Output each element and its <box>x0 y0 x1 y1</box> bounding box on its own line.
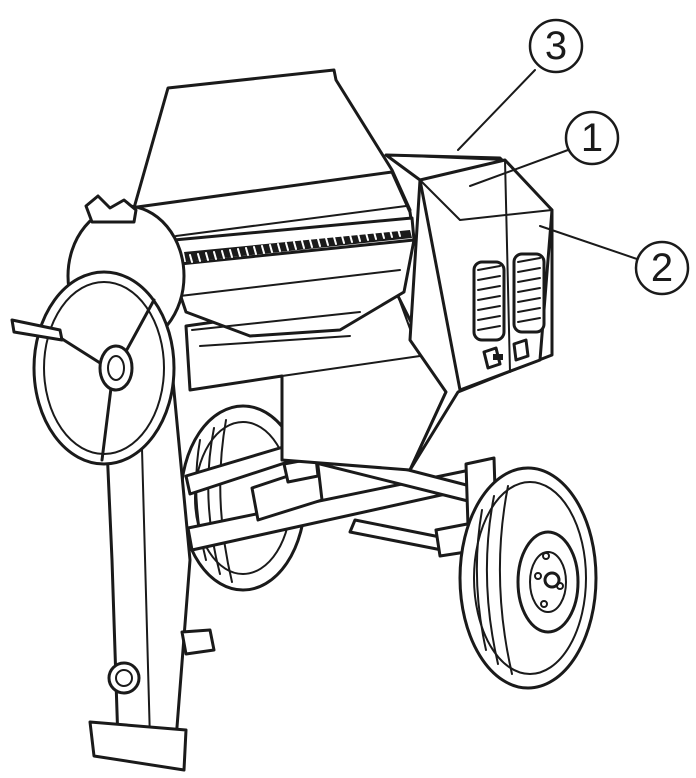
engine-housing[interactable] <box>384 153 554 472</box>
callout-2: 2 <box>634 240 690 296</box>
engine-vent-right <box>512 252 546 334</box>
callout-leaders <box>457 69 641 261</box>
engine-latches[interactable] <box>482 338 530 370</box>
engine-vent-left <box>472 260 506 342</box>
stand-leg <box>88 368 216 772</box>
callout-2-label: 2 <box>651 246 673 290</box>
callout-1: 1 <box>564 110 620 166</box>
hand-wheel[interactable] <box>10 270 176 466</box>
callout-3-label: 3 <box>545 24 567 68</box>
front-wheel <box>458 466 598 690</box>
drum-support <box>184 294 448 472</box>
callout-3: 3 <box>528 18 584 74</box>
callout-1-label: 1 <box>581 116 603 160</box>
